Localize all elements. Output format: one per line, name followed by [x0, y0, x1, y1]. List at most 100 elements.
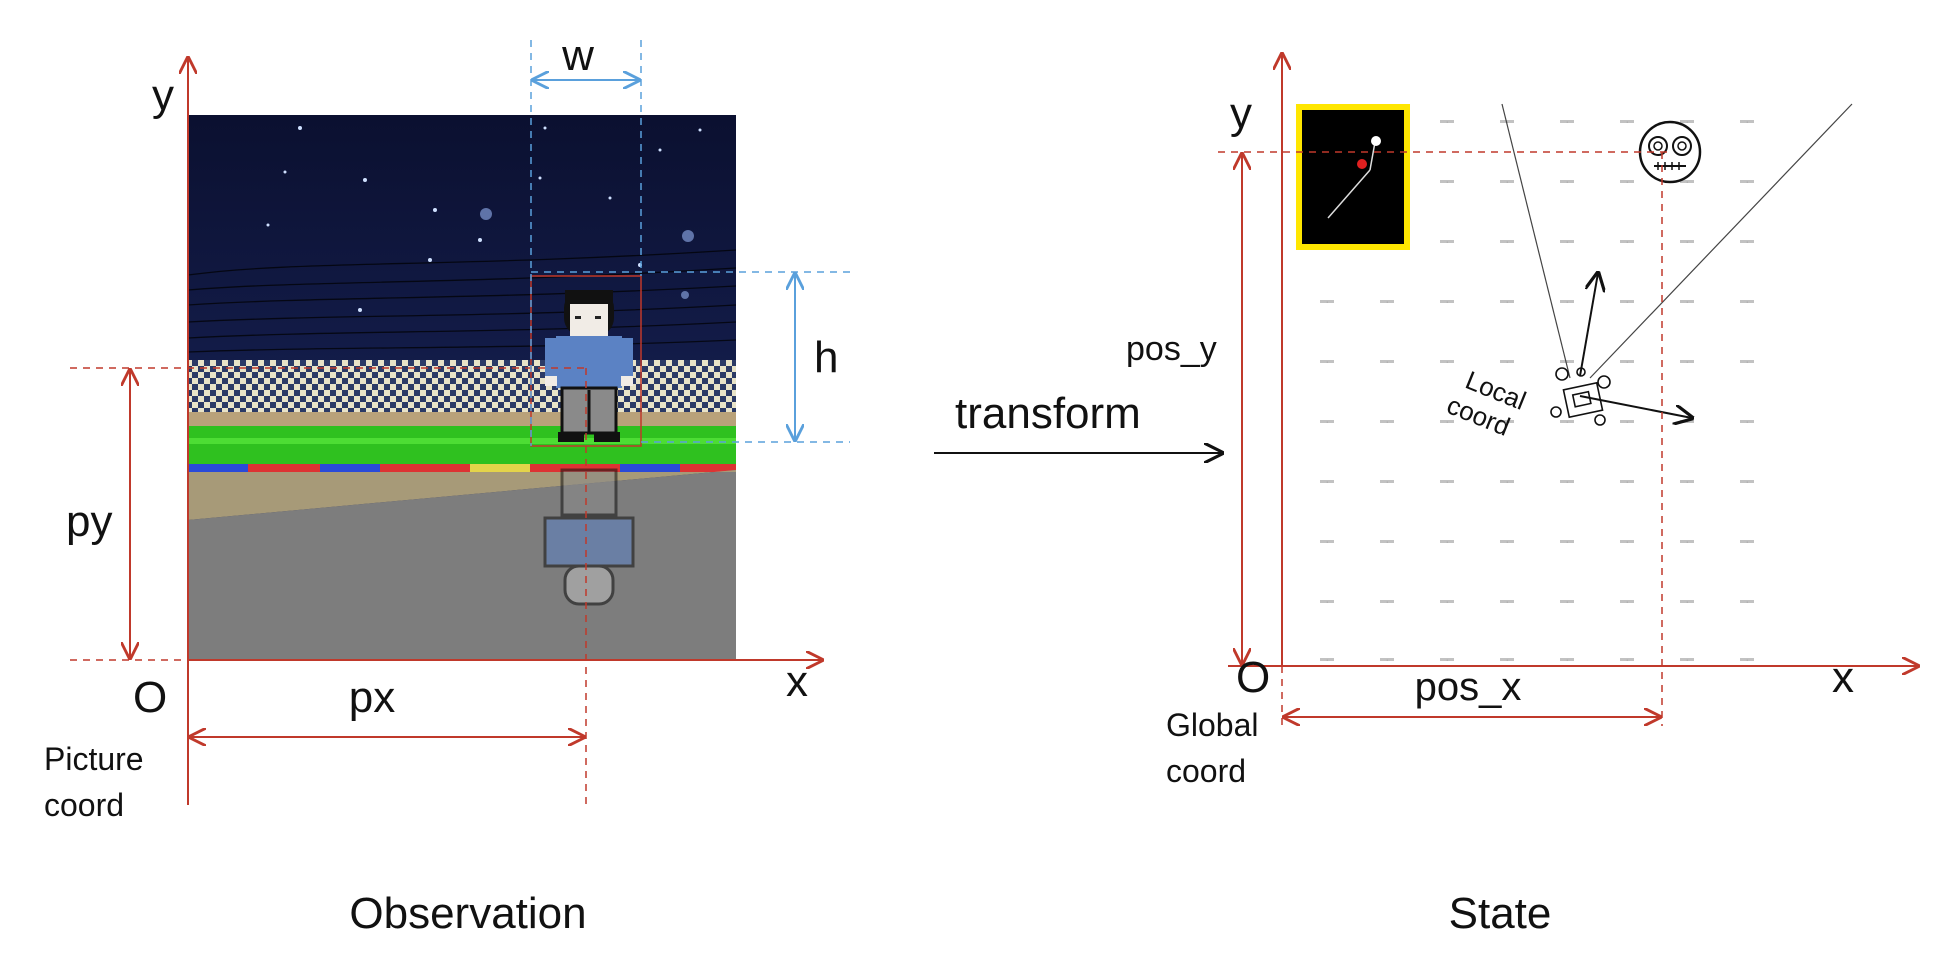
grid-point-tick [1620, 420, 1634, 423]
grid-point-tick [1380, 360, 1394, 363]
observation-y-axis-label: y [152, 71, 174, 120]
grid-point-tick [1620, 480, 1634, 483]
grid-point-tick [1740, 180, 1754, 183]
grid-point-tick [1500, 240, 1514, 243]
grid-point-tick [1500, 658, 1514, 661]
grid-point-tick [1620, 180, 1634, 183]
grid-point-tick [1740, 480, 1754, 483]
grid-point-tick [1380, 658, 1394, 661]
grid-point-tick [1560, 600, 1574, 603]
grid-point-tick [1500, 420, 1514, 423]
local-x-arrow [1579, 395, 1692, 418]
grid-point-tick [1380, 540, 1394, 543]
transform-label: transform [955, 389, 1141, 438]
grid-point-tick [1320, 360, 1334, 363]
px-dimension-label: px [349, 673, 395, 722]
minimap-inset [1296, 104, 1410, 250]
grid-point-tick [1680, 300, 1694, 303]
grid-point-tick [1740, 240, 1754, 243]
state-panel: ········································… [1126, 54, 1918, 938]
local-y-arrow [1579, 273, 1598, 377]
grid-point-tick [1500, 360, 1514, 363]
grid-point-tick [1740, 540, 1754, 543]
grid-point-tick [1560, 540, 1574, 543]
grass-strip [188, 426, 736, 466]
grid-point-tick [1620, 360, 1634, 363]
robot-agent-icon [1550, 367, 1611, 426]
grid-point-tick [1320, 420, 1334, 423]
grid-point-tick [1740, 658, 1754, 661]
grid-point-tick [1560, 120, 1574, 123]
grid-point-tick [1560, 300, 1574, 303]
grid-point-tick [1320, 540, 1334, 543]
grid-point-tick [1320, 480, 1334, 483]
grid-point-tick [1560, 658, 1574, 661]
grid-point-tick [1440, 300, 1454, 303]
observation-panel: y x O Picture coord w h py px Observatio… [44, 31, 850, 938]
grid-point-tick [1440, 480, 1454, 483]
grid-point-tick [1320, 600, 1334, 603]
grid-point-tick [1500, 600, 1514, 603]
grid-point-tick [1680, 360, 1694, 363]
w-dimension-label: w [561, 31, 594, 80]
grid-point-tick [1380, 300, 1394, 303]
grid-point-tick [1680, 600, 1694, 603]
grid-point-tick [1500, 120, 1514, 123]
grid-point-tick [1500, 180, 1514, 183]
transform-connector: transform [934, 389, 1222, 453]
grid-point-tick [1620, 600, 1634, 603]
grid-point-tick [1740, 420, 1754, 423]
grid-point-tick [1680, 658, 1694, 661]
grid-point-tick [1740, 360, 1754, 363]
grid-point-tick [1560, 240, 1574, 243]
h-dimension-label: h [814, 333, 838, 382]
grid-point-tick [1440, 420, 1454, 423]
checkered-wall [188, 360, 736, 415]
grid-point-tick [1680, 540, 1694, 543]
grid-point-tick [1380, 600, 1394, 603]
grid-point-tick [1680, 420, 1694, 423]
grid-point-tick [1620, 540, 1634, 543]
state-caption: State [1449, 889, 1552, 938]
grid-point-tick [1440, 540, 1454, 543]
minimap-agent-dot [1357, 159, 1367, 169]
grid-point-tick [1440, 240, 1454, 243]
grid-point-tick [1680, 180, 1694, 183]
game-screenshot [187, 115, 737, 660]
global-coord-caption-line1: Global [1166, 707, 1259, 743]
pos-x-dimension-label: pos_x [1415, 665, 1522, 709]
grid-point-tick [1620, 300, 1634, 303]
fov-ray-left [1501, 103, 1571, 379]
fov-ray-right [1589, 103, 1853, 379]
grid-point-tick [1440, 600, 1454, 603]
grid-point-tick [1620, 120, 1634, 123]
grid-point-tick [1440, 360, 1454, 363]
grid-point-tick [1680, 480, 1694, 483]
pos-y-dimension-label: pos_y [1126, 330, 1217, 368]
grid-point-tick [1500, 480, 1514, 483]
grid-point-tick [1620, 658, 1634, 661]
grid-point-tick [1560, 420, 1574, 423]
grid-point-tick [1440, 180, 1454, 183]
grid-point-tick [1740, 120, 1754, 123]
state-y-axis-label: y [1230, 89, 1252, 138]
observation-origin-label: O [133, 673, 167, 722]
grid-point-tick [1680, 240, 1694, 243]
player-character [543, 290, 635, 606]
grid-point-tick [1560, 480, 1574, 483]
state-origin-label: O [1236, 653, 1270, 702]
observation-caption: Observation [349, 889, 586, 938]
grid-point-tick [1440, 120, 1454, 123]
night-stars [266, 126, 702, 312]
grid-point-tick [1500, 540, 1514, 543]
picture-coord-caption-line1: Picture [44, 741, 144, 777]
grid-point-tick [1740, 600, 1754, 603]
py-dimension-label: py [66, 497, 112, 546]
global-coord-caption-line2: coord [1166, 753, 1246, 789]
grid-point-tick [1560, 360, 1574, 363]
grid-point-tick [1440, 658, 1454, 661]
minimap-target-dot [1371, 136, 1381, 146]
grid-point-tick [1320, 300, 1334, 303]
grid-point-tick [1380, 480, 1394, 483]
